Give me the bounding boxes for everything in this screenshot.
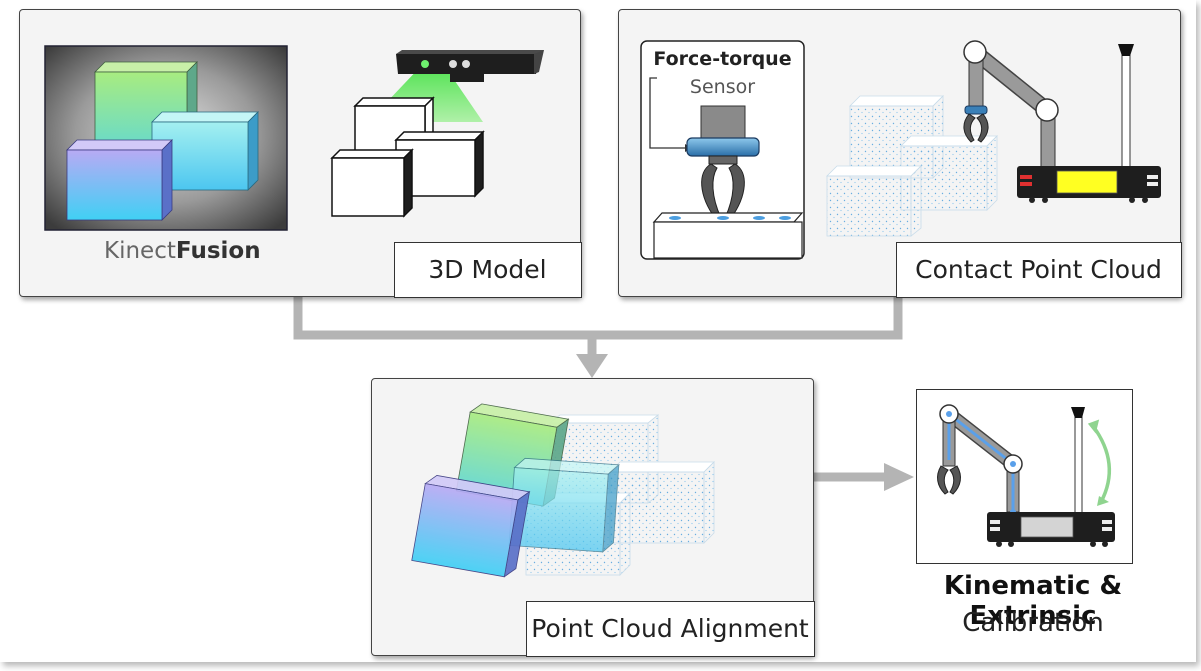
contact-illustration — [640, 40, 1161, 260]
kinect-fusion-caption: KinectFusion — [104, 238, 261, 264]
calibration-robot-icon — [937, 404, 1115, 547]
kinect-fusion-bold: Fusion — [175, 238, 261, 264]
calibration-card — [916, 389, 1133, 564]
alignment-illustration — [411, 403, 715, 578]
calibration-subtitle: Calibration — [962, 608, 1104, 638]
kinect-camera-icon — [396, 50, 544, 82]
panel-3d-model: KinectFusion 3D Model — [19, 9, 582, 298]
kinect-fusion-prefix: Kinect — [104, 238, 176, 264]
right-arrowhead — [884, 463, 914, 491]
sensor-subtitle: Sensor — [689, 76, 756, 98]
label-3d-model: 3D Model — [393, 241, 582, 298]
aligned-purple-box — [411, 475, 531, 578]
aligned-cyan-box — [508, 457, 620, 553]
panel-contact-point-cloud: Force-torque Sensor Contact Point Cloud — [618, 9, 1182, 298]
label-contact-point-cloud: Contact Point Cloud — [895, 241, 1182, 298]
calibration-arrow — [1091, 424, 1112, 503]
label-point-cloud-alignment: Point Cloud Alignment — [525, 600, 815, 657]
kinect-fusion-illustration — [44, 45, 544, 231]
contact-point-cloud-boxes — [826, 95, 998, 237]
robot-arm-icon — [963, 40, 1161, 203]
merge-connector — [293, 296, 903, 340]
sensor-title: Force-torque — [653, 48, 792, 70]
calibration-title: Kinematic & Extrinsic — [943, 571, 1123, 631]
panel-point-cloud-alignment: Point Cloud Alignment — [371, 378, 815, 657]
force-torque-sensor-card — [640, 40, 805, 260]
white-boxes — [330, 96, 485, 218]
down-arrowhead — [576, 354, 608, 378]
